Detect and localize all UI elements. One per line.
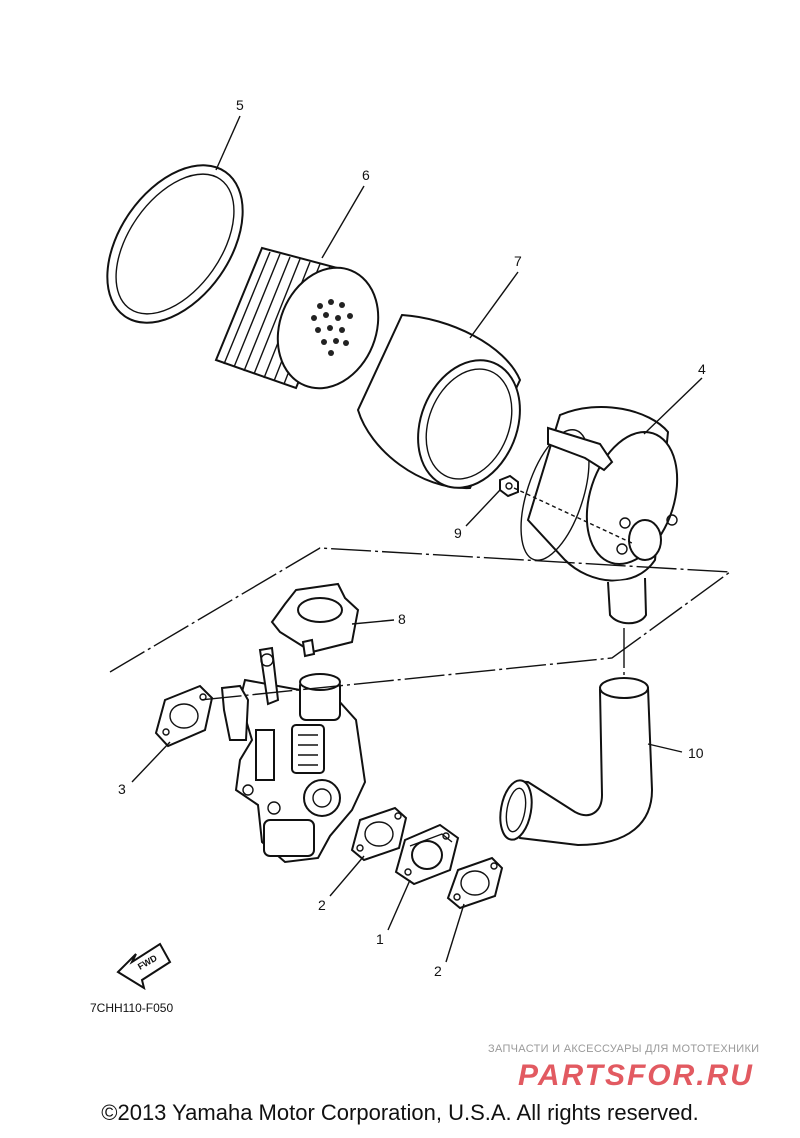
watermark-tagline: ЗАПЧАСТИ И АКСЕССУАРЫ ДЛЯ МОТОТЕХНИКИ xyxy=(488,1043,760,1055)
callout-2-upper: 2 xyxy=(318,897,326,913)
carburetor xyxy=(220,646,367,864)
callout-2-lower: 2 xyxy=(434,963,442,979)
part-8-joint xyxy=(270,582,360,658)
callout-1: 1 xyxy=(376,931,384,947)
callout-3: 3 xyxy=(118,781,126,797)
part-2-gasket-upper xyxy=(350,806,408,862)
copyright-notice: ©2013 Yamaha Motor Corporation, U.S.A. A… xyxy=(101,1100,699,1125)
callout-6: 6 xyxy=(362,167,370,183)
leader-lines xyxy=(131,115,703,963)
callout-4: 4 xyxy=(698,361,706,377)
callout-8: 8 xyxy=(398,611,406,627)
callout-7: 7 xyxy=(514,253,522,269)
watermark-logo: PARTSFOR.RU xyxy=(518,1059,754,1092)
callout-9: 9 xyxy=(454,525,462,541)
watermark-logo-text: PARTSFOR.RU xyxy=(518,1059,754,1092)
assembly-reference-lines xyxy=(109,487,732,701)
part-2-gasket-lower xyxy=(446,856,504,910)
part-3-gasket xyxy=(154,684,214,748)
part-6-filter-element xyxy=(214,246,380,390)
part-10-intake-hose xyxy=(499,677,654,847)
part-1-insulator xyxy=(394,823,460,886)
part-7-foam-element xyxy=(356,313,522,490)
callout-5: 5 xyxy=(236,97,244,113)
part-4-air-cleaner-case xyxy=(520,405,679,625)
fwd-arrow-icon: FWD xyxy=(116,942,172,991)
callout-10: 10 xyxy=(688,745,704,761)
diagram-code: 7CHH110-F050 xyxy=(90,1001,173,1015)
part-5-seal-ring xyxy=(106,164,244,324)
callout-labels: 5 6 7 4 9 8 10 3 2 1 2 xyxy=(118,97,706,979)
part-9-nut xyxy=(499,474,519,498)
